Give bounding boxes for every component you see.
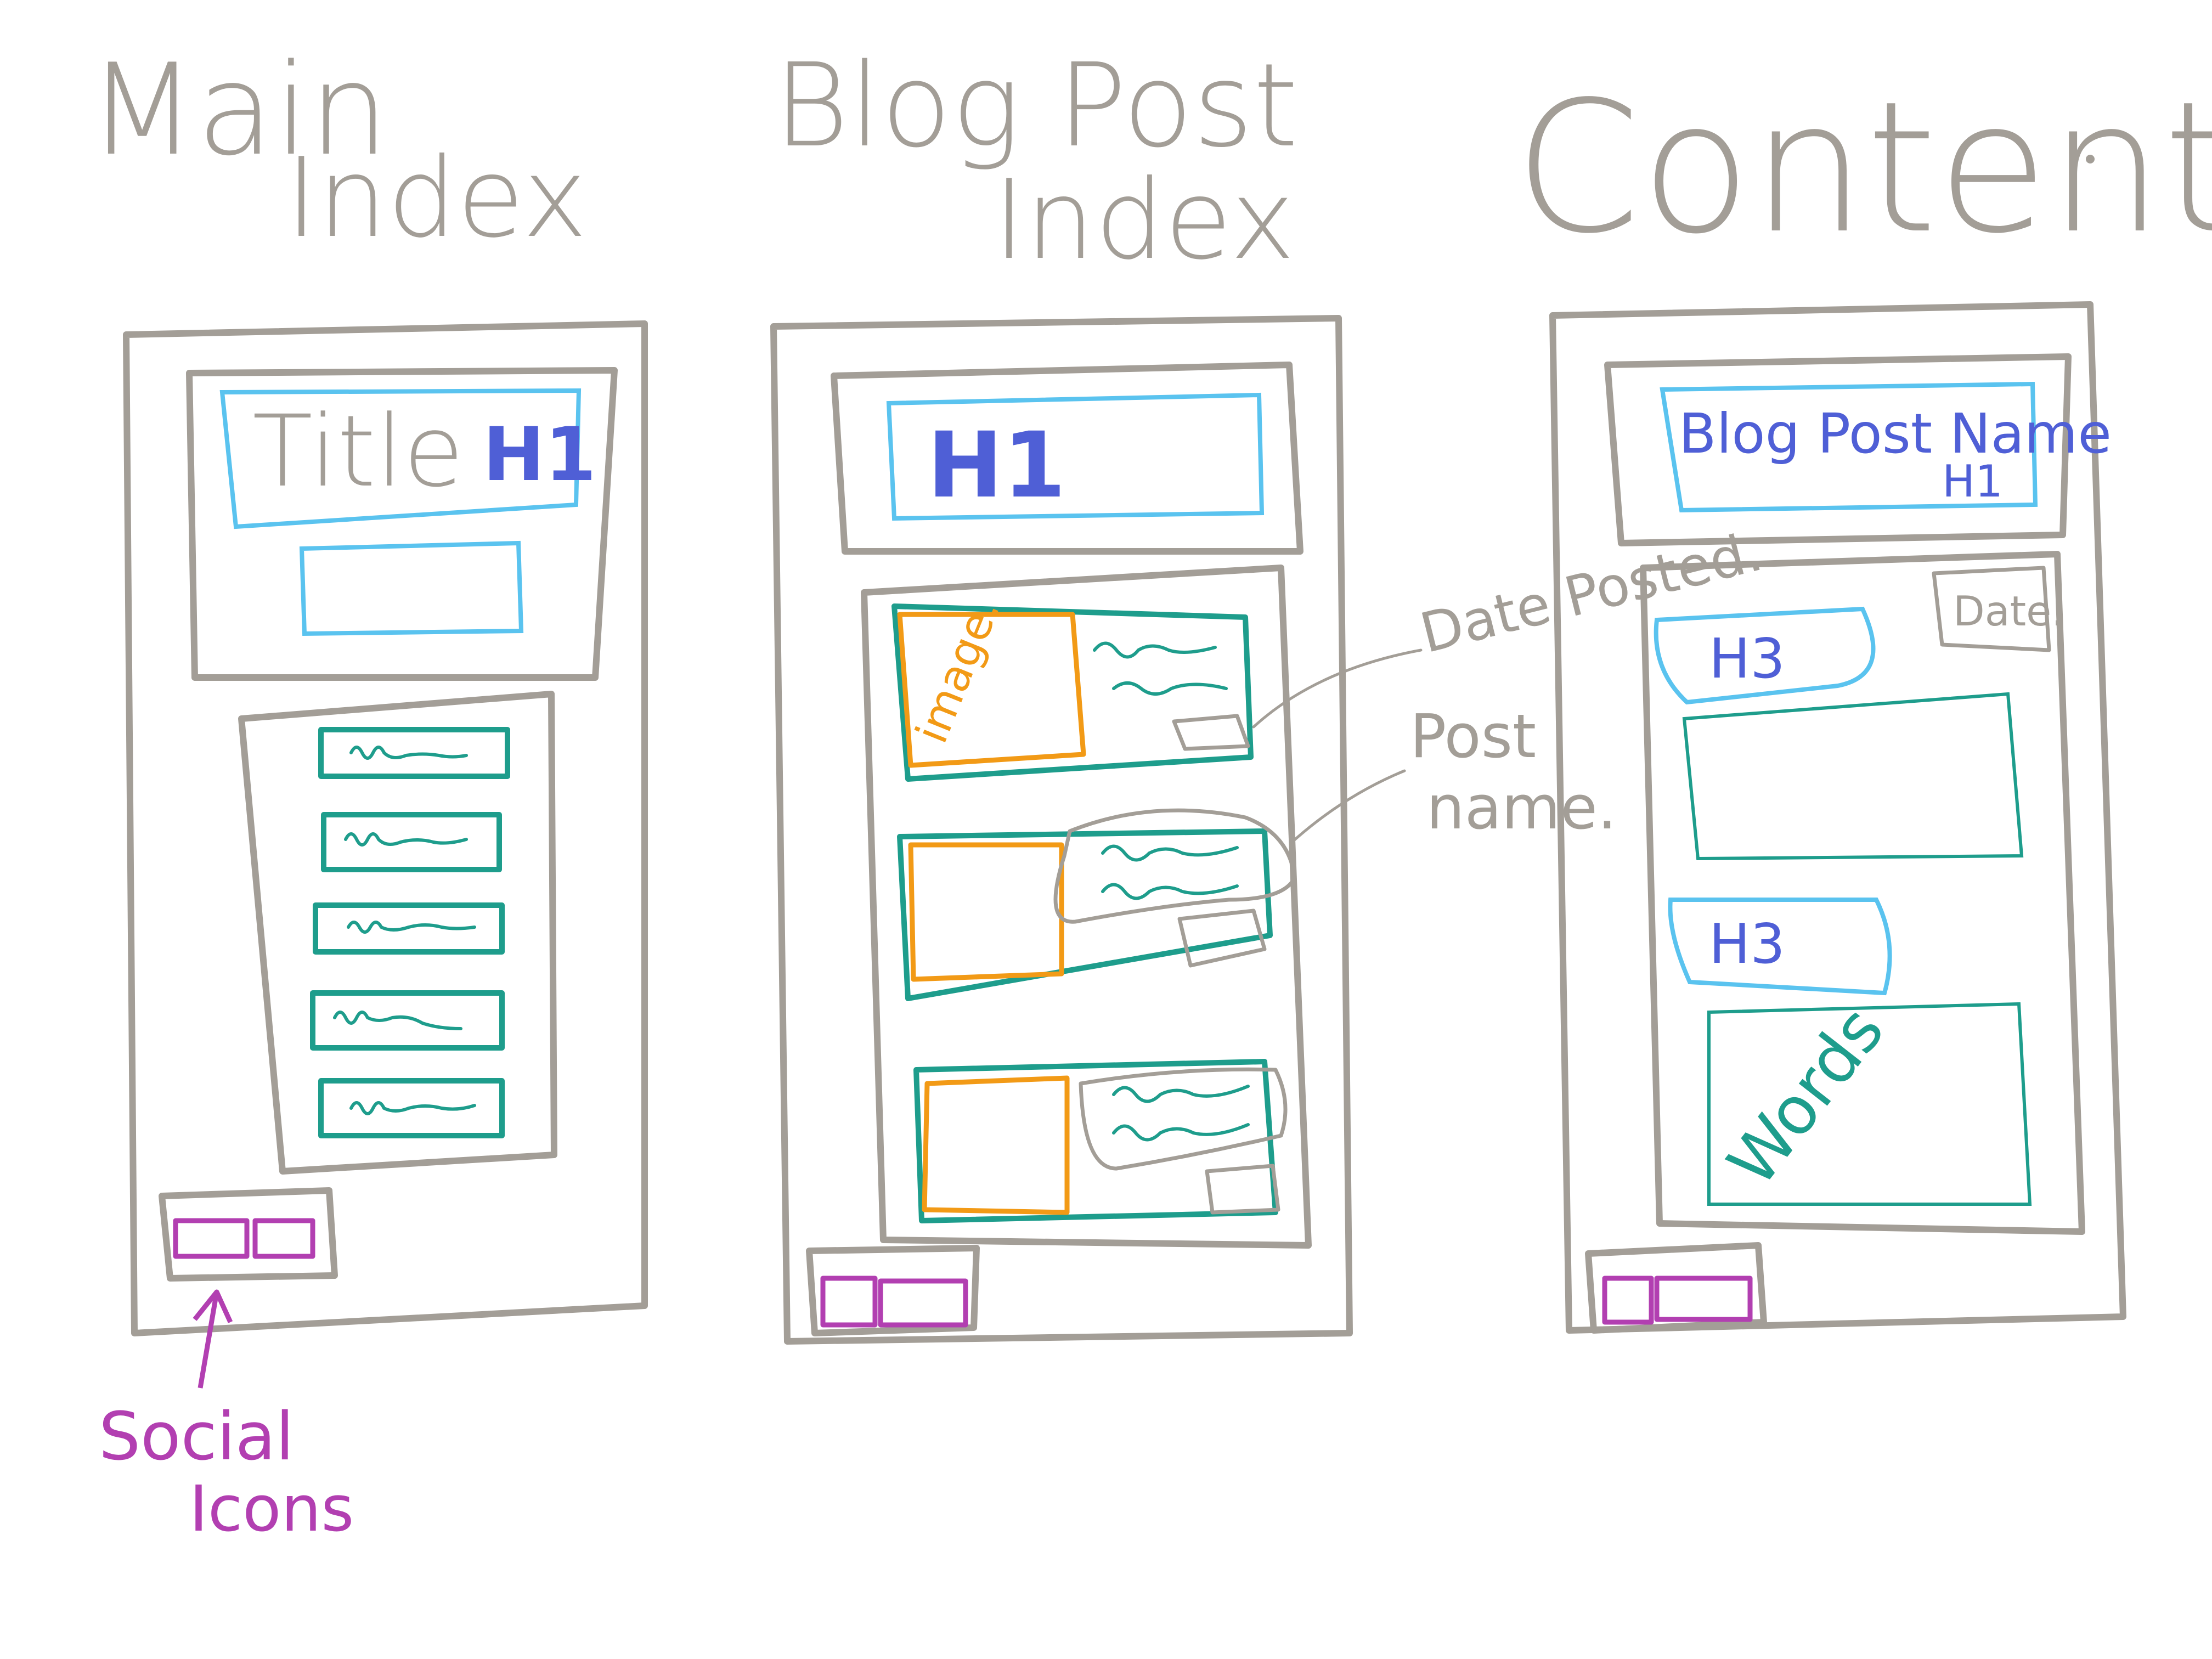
content-social-icon-2[interactable] bbox=[1654, 1276, 1753, 1322]
post-card-1-date-box bbox=[1172, 714, 1250, 751]
blog-post-index-social-icon-2[interactable] bbox=[878, 1278, 968, 1328]
blog-post-index-social-icon-1[interactable] bbox=[820, 1276, 878, 1328]
main-index-social-icon-1[interactable] bbox=[173, 1218, 250, 1259]
content-date-label: Date. bbox=[1953, 587, 2064, 635]
content-paragraph-box-2 bbox=[1707, 1002, 2032, 1206]
post-card-2-title-line2 bbox=[1101, 883, 1239, 900]
main-index-nav-box bbox=[238, 691, 557, 1175]
nav-link-5-text bbox=[349, 1101, 476, 1115]
post-card-2-frame bbox=[897, 828, 1273, 1001]
main-index-social-icon-2[interactable] bbox=[252, 1218, 315, 1259]
post-card-1-title-line1 bbox=[1093, 641, 1217, 659]
main-index-nav-items bbox=[310, 727, 510, 1138]
content-column: Content. Blog Post Name H1 Date. H3 H3 W… bbox=[1514, 63, 2212, 1334]
post-card-3-title-callout bbox=[1079, 1067, 1288, 1171]
content-date-box bbox=[1932, 566, 2051, 652]
post-card-3-image bbox=[922, 1075, 1070, 1215]
social-icons-label-line2: Icons bbox=[189, 1472, 354, 1546]
nav-link-3[interactable] bbox=[313, 902, 505, 955]
post-name-annotation-line1: Post bbox=[1410, 701, 1536, 771]
nav-link-5[interactable] bbox=[318, 1078, 505, 1138]
blog-post-list-box bbox=[861, 565, 1312, 1249]
main-index-title-h1-tag: H1 bbox=[483, 411, 596, 498]
content-h3-box-2[interactable] bbox=[1668, 898, 1892, 996]
content-body-box bbox=[1640, 551, 2085, 1235]
main-index-column: Main Index Title H1 Social Ico bbox=[88, 37, 648, 1546]
post-card-1[interactable]: image. bbox=[891, 591, 1254, 782]
post-card-3-title-line2 bbox=[1112, 1123, 1250, 1142]
main-index-page-frame bbox=[123, 320, 648, 1336]
blog-post-index-h1-tag: H1 bbox=[927, 413, 1066, 518]
content-h1-box[interactable] bbox=[1660, 381, 2038, 513]
blog-post-index-page-frame bbox=[770, 315, 1353, 1345]
main-index-title-h1-box[interactable] bbox=[219, 388, 582, 529]
post-card-3-title-line1 bbox=[1112, 1085, 1250, 1103]
blog-post-index-column: Blog Post Index H1 image. bbox=[770, 38, 1769, 1345]
content-blog-post-name: Blog Post Name bbox=[1679, 402, 2112, 466]
post-name-pointer bbox=[1290, 769, 1406, 844]
blog-post-index-header-box bbox=[831, 362, 1304, 555]
nav-link-4[interactable] bbox=[310, 990, 505, 1051]
post-card-3-frame bbox=[913, 1059, 1278, 1223]
content-social-icon-1[interactable] bbox=[1602, 1276, 1654, 1325]
post-card-2-image bbox=[908, 842, 1064, 982]
content-social-box bbox=[1585, 1242, 1767, 1334]
content-page-frame bbox=[1549, 301, 2126, 1334]
post-card-1-title-line2 bbox=[1112, 681, 1228, 696]
content-h3-box-1[interactable] bbox=[1654, 606, 1876, 705]
content-paragraph-box-1 bbox=[1682, 692, 2024, 861]
content-h3-tag-2: H3 bbox=[1709, 912, 1785, 976]
blog-post-index-social-box bbox=[806, 1245, 980, 1336]
post-card-2-date-box bbox=[1177, 909, 1267, 968]
social-icons-arrow bbox=[193, 1289, 233, 1389]
post-card-1-image bbox=[897, 612, 1086, 768]
content-h3-tag-1: H3 bbox=[1709, 627, 1785, 691]
main-index-subtitle-box[interactable] bbox=[299, 540, 524, 636]
post-card-2-title-callout bbox=[1053, 808, 1297, 924]
content-h1-tag: H1 bbox=[1942, 456, 2003, 507]
content-header-box bbox=[1604, 353, 2072, 546]
main-index-title-line2: Index bbox=[285, 134, 588, 262]
post-card-2-title-line1 bbox=[1101, 844, 1239, 862]
content-title-dot bbox=[2086, 155, 2095, 163]
main-index-title-line1: Main bbox=[88, 37, 389, 184]
content-words-label: Words bbox=[1713, 993, 1899, 1200]
main-index-title-text: Title bbox=[252, 394, 464, 509]
post-card-2[interactable] bbox=[897, 808, 1297, 1001]
blog-post-index-title-line2: Index bbox=[993, 156, 1295, 284]
content-title: Content. bbox=[1514, 63, 2212, 273]
date-posted-pointer bbox=[1252, 648, 1423, 729]
nav-link-2-text bbox=[344, 832, 468, 847]
main-index-header-box bbox=[186, 367, 618, 681]
post-card-1-frame bbox=[891, 603, 1254, 782]
nav-link-3-text bbox=[347, 921, 476, 934]
nav-link-2[interactable] bbox=[321, 812, 502, 872]
post-card-3-date-box bbox=[1205, 1164, 1280, 1215]
blog-post-index-title-line1: Blog Post bbox=[774, 38, 1298, 173]
post-card-3[interactable] bbox=[913, 1059, 1288, 1223]
nav-link-4-text bbox=[333, 1011, 462, 1030]
nav-link-1-text bbox=[349, 746, 468, 760]
blog-post-index-h1-box[interactable] bbox=[886, 392, 1265, 521]
main-index-social-box bbox=[159, 1187, 338, 1282]
nav-link-1[interactable] bbox=[318, 727, 510, 779]
social-icons-label-line1: Social bbox=[99, 1399, 294, 1475]
post-name-annotation-line2: name. bbox=[1426, 772, 1617, 843]
